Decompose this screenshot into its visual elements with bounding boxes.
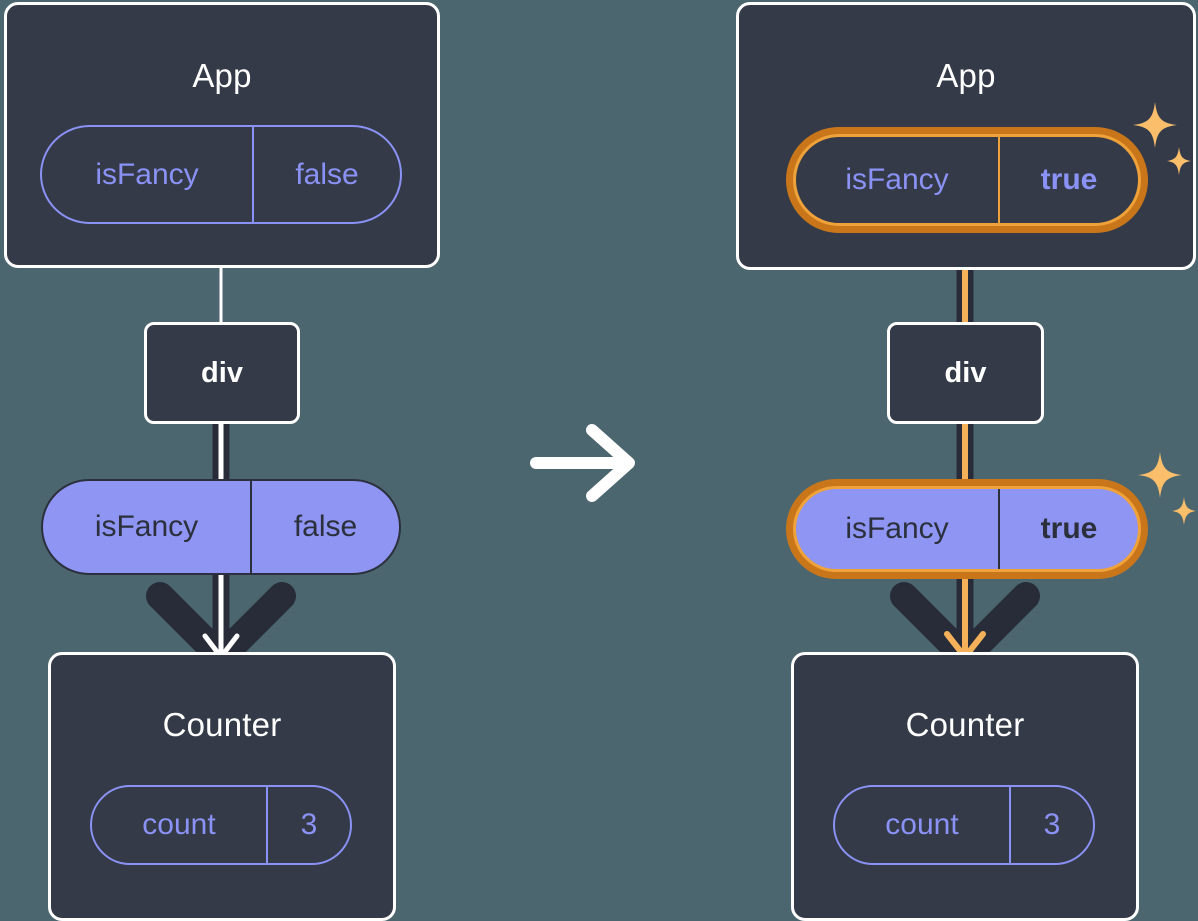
transition-arrow-icon	[530, 424, 635, 502]
counter-state-value-after: 3	[1009, 787, 1093, 863]
div-node-label-after: div	[944, 356, 987, 389]
counter-panel-title-before: Counter	[162, 706, 282, 743]
app-panel-title-after: App	[936, 57, 996, 94]
prop-value-after: true	[998, 489, 1138, 569]
app-state-key-after: isFancy	[845, 163, 949, 196]
div-node-after[interactable]: div	[887, 322, 1044, 424]
app-panel-title-before: App	[192, 57, 252, 94]
prop-key-before: isFancy	[94, 510, 199, 543]
counter-state-key-after: count	[885, 808, 959, 841]
div-node-before[interactable]: div	[144, 322, 300, 424]
app-state-value-after: true	[998, 137, 1138, 223]
counter-state-pill-after[interactable]: count 3	[833, 785, 1095, 865]
counter-panel-before: Counter	[48, 652, 396, 921]
prop-value-before: false	[250, 481, 399, 573]
counter-state-key-before: count	[142, 808, 216, 841]
app-state-pill-before[interactable]: isFancy false	[40, 125, 402, 224]
prop-pill-before[interactable]: isFancy false	[41, 479, 401, 575]
prop-pill-after[interactable]: isFancy true	[793, 486, 1141, 572]
app-state-pill-after[interactable]: isFancy true	[793, 134, 1141, 226]
app-state-value-before: false	[252, 127, 400, 222]
counter-panel-title-after: Counter	[905, 706, 1025, 743]
prop-key-after: isFancy	[845, 512, 949, 545]
div-node-label-before: div	[201, 356, 243, 389]
counter-state-pill-before[interactable]: count 3	[90, 785, 352, 865]
app-state-key-before: isFancy	[95, 157, 199, 191]
counter-state-value-before: 3	[266, 787, 350, 863]
